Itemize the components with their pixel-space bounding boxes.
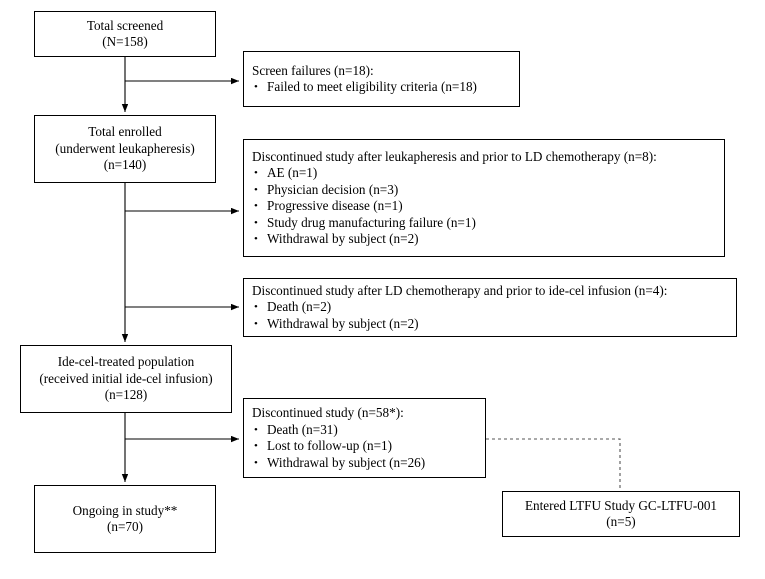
disc-study-header: Discontinued study (n=58*):	[252, 405, 404, 420]
disc-ldchemo-list: Death (n=2) Withdrawal by subject (n=2)	[252, 299, 730, 332]
total-enrolled-line2: (underwent leukapheresis)	[55, 140, 195, 156]
node-discontinued-study[interactable]: Discontinued study (n=58*): Death (n=31)…	[243, 398, 486, 478]
total-screened-line2: (N=158)	[102, 34, 148, 49]
disc-study-list: Death (n=31) Lost to follow-up (n=1) Wit…	[252, 422, 479, 472]
ongoing-line1: Ongoing in study**	[72, 502, 178, 518]
list-item: Progressive disease (n=1)	[252, 198, 718, 215]
list-item: Withdrawal by subject (n=2)	[252, 231, 718, 248]
node-ongoing-in-study[interactable]: Ongoing in study** (n=70)	[34, 485, 216, 553]
node-total-screened[interactable]: Total screened (N=158)	[34, 11, 216, 57]
list-item: Physician decision (n=3)	[252, 182, 718, 199]
node-discontinued-after-ld-chemotherapy[interactable]: Discontinued study after LD chemotherapy…	[243, 278, 737, 337]
list-item: Lost to follow-up (n=1)	[252, 438, 479, 455]
node-total-enrolled[interactable]: Total enrolled (underwent leukapheresis)…	[34, 115, 216, 183]
ltfu-line1: Entered LTFU Study GC-LTFU-001	[524, 497, 718, 513]
ide-cel-line1: Ide-cel-treated population	[57, 354, 195, 370]
list-item: Failed to meet eligibility criteria (n=1…	[252, 79, 513, 96]
ongoing-line2: (n=70)	[106, 519, 143, 534]
list-item: AE (n=1)	[252, 165, 718, 182]
ide-cel-line3: (n=128)	[104, 387, 148, 403]
list-item: Death (n=2)	[252, 299, 730, 316]
ltfu-line2: (n=5)	[606, 514, 636, 529]
list-item: Death (n=31)	[252, 422, 479, 439]
node-screen-failures[interactable]: Screen failures (n=18): Failed to meet e…	[243, 51, 520, 107]
list-item: Withdrawal by subject (n=2)	[252, 316, 730, 333]
disc-leukapheresis-list: AE (n=1) Physician decision (n=3) Progre…	[252, 165, 718, 248]
disc-ldchemo-header: Discontinued study after LD chemotherapy…	[252, 282, 668, 298]
screen-failures-list: Failed to meet eligibility criteria (n=1…	[252, 79, 513, 96]
disc-leukapheresis-header: Discontinued study after leukapheresis a…	[252, 148, 657, 164]
list-item: Study drug manufacturing failure (n=1)	[252, 215, 718, 232]
node-ide-cel-treated-population[interactable]: Ide-cel-treated population (received ini…	[20, 345, 232, 413]
total-screened-line1: Total screened	[86, 17, 164, 33]
total-enrolled-line3: (n=140)	[103, 157, 147, 173]
screen-failures-header: Screen failures (n=18):	[252, 62, 374, 78]
ide-cel-line2: (received initial ide-cel infusion)	[39, 370, 213, 386]
total-enrolled-line1: Total enrolled	[88, 124, 162, 140]
node-discontinued-after-leukapheresis[interactable]: Discontinued study after leukapheresis a…	[243, 139, 725, 257]
node-entered-ltfu-study[interactable]: Entered LTFU Study GC-LTFU-001 (n=5)	[502, 491, 740, 537]
list-item: Withdrawal by subject (n=26)	[252, 455, 479, 472]
